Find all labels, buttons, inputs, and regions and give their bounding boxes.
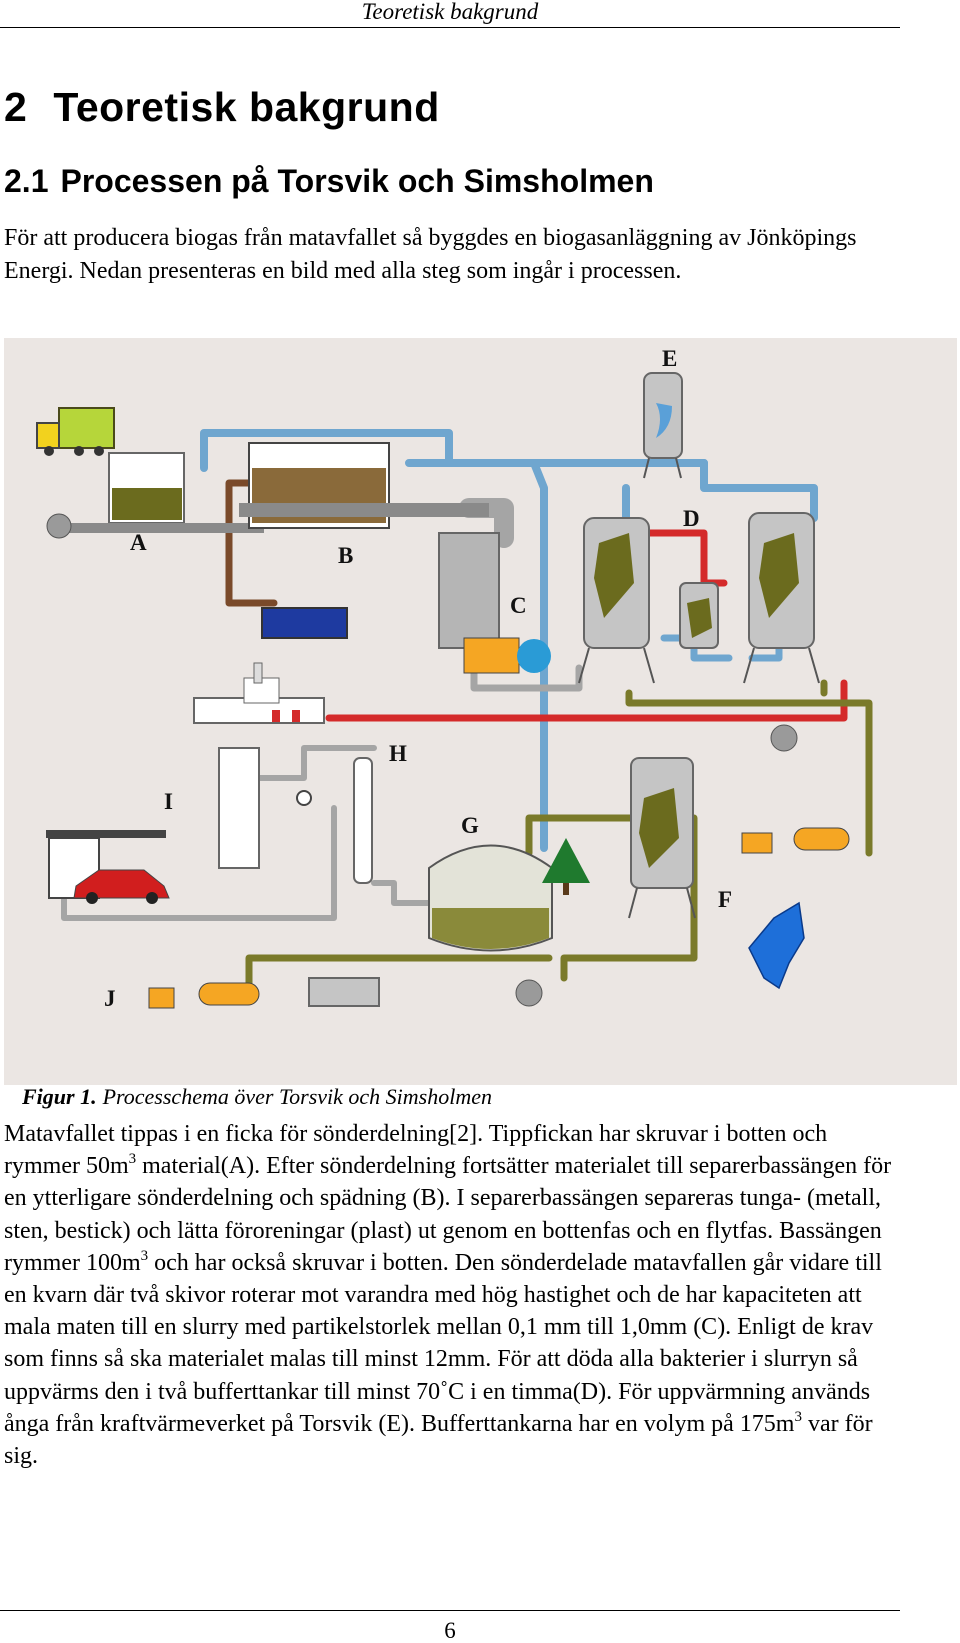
caption-label: Figur 1. (22, 1084, 97, 1109)
label-c: C (510, 593, 527, 618)
page-number: 6 (444, 1618, 456, 1643)
separation-basin (239, 442, 489, 639)
label-i: I (164, 789, 173, 814)
tanker-trucks (148, 827, 850, 1009)
section-title: Processen på Torsvik och Simsholmen (60, 163, 654, 199)
superscript-cubic: 3 (140, 1247, 149, 1264)
body-text-2: material(A). Efter sönderdelning fortsät… (4, 1153, 892, 1276)
superscript-cubic: 3 (794, 1408, 802, 1425)
compressor (308, 724, 798, 1007)
label-e: E (662, 346, 677, 371)
gray-pipe (470, 664, 583, 692)
label-b: B (338, 543, 353, 568)
footer-divider (0, 1610, 900, 1611)
chapter-title: Teoretisk bakgrund (53, 84, 440, 130)
digester (428, 757, 696, 952)
chapter-number: 2 (4, 84, 28, 130)
tree (542, 838, 590, 895)
power-plant (193, 662, 325, 724)
section-heading: 2.1 Processen på Torsvik och Simsholmen (4, 163, 654, 200)
steam-tank (643, 372, 683, 479)
figure-caption: Figur 1.Processchema över Torsvik och Si… (22, 1084, 492, 1110)
water-pipe (700, 459, 818, 522)
body-text-4: var för sig. (4, 1410, 873, 1470)
process-diagram-svg: E A B C D H I G F J (36, 346, 873, 1011)
label-h: H (389, 741, 407, 766)
car (73, 869, 170, 904)
process-diagram: E A B C D H I G F J (4, 338, 957, 1085)
buffer-tanks (578, 512, 820, 684)
body-text-3: och har också skruvar i botten. Den sönd… (4, 1249, 882, 1437)
biomass-pipe (625, 689, 873, 857)
body-text-1: Matavfallet tippas i en ficka för sönder… (4, 1121, 828, 1180)
gray-pipe (371, 880, 457, 906)
section-number: 2.1 (4, 163, 49, 199)
gray-pipe (251, 745, 377, 781)
gray-pipe (61, 805, 337, 921)
chapter-heading: 2 Teoretisk bakgrund (4, 84, 440, 131)
label-j: J (104, 986, 116, 1011)
mill (438, 532, 551, 674)
process-step-labels: E A B C D H I G F J (104, 346, 732, 1011)
running-header: Teoretisk bakgrund (0, 0, 900, 28)
caption-text: Processchema över Torsvik och Simsholmen (102, 1084, 493, 1109)
biomass-pipe (525, 814, 698, 982)
intro-paragraph: För att producera biogas från matavfalle… (4, 225, 857, 284)
label-g: G (461, 813, 479, 838)
reception-pit (46, 452, 264, 539)
label-f: F (718, 887, 732, 912)
lake (748, 901, 805, 990)
label-a: A (130, 530, 147, 555)
hot-pipe (325, 679, 848, 722)
superscript-cubic: 3 (128, 1151, 137, 1168)
feed-truck (36, 407, 115, 456)
body-paragraph: Matavfallet tippas i en ficka för sönder… (4, 1118, 904, 1472)
biomass-pipe (245, 954, 553, 992)
label-d: D (683, 506, 700, 531)
upgrading-unit (218, 747, 373, 884)
